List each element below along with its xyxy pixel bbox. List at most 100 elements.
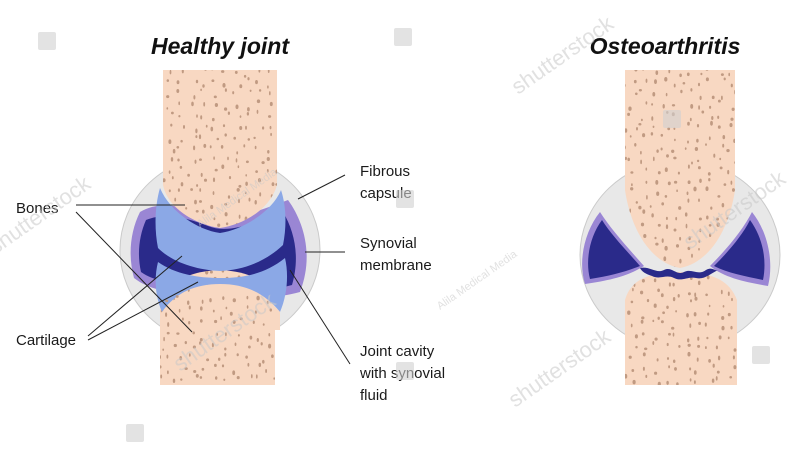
bone-pore xyxy=(228,112,230,115)
leader-fibrous-capsule xyxy=(298,175,345,199)
bone-pore xyxy=(279,112,281,114)
bone-pore xyxy=(665,195,668,198)
bone-pore xyxy=(200,89,202,91)
bone-pore xyxy=(174,344,177,347)
bone-pore xyxy=(267,150,269,154)
bone-pore xyxy=(233,137,236,140)
bone-pore xyxy=(221,70,224,73)
bone-pore xyxy=(257,338,259,342)
bone-pore xyxy=(646,195,648,200)
bone-pore xyxy=(616,170,619,173)
bone-pore xyxy=(200,319,203,323)
watermark-stock-3: shutterstock xyxy=(0,170,96,259)
bone-pore xyxy=(641,316,644,319)
bone-pore xyxy=(728,292,730,297)
bone-pore xyxy=(665,167,668,172)
bone-pore xyxy=(662,238,664,242)
bone-pore xyxy=(712,378,715,382)
bone-pore xyxy=(689,367,691,370)
bone-pore xyxy=(700,96,702,100)
bone-pore xyxy=(732,188,735,192)
bone-pore xyxy=(180,140,182,143)
bone-pore xyxy=(268,115,271,118)
label-joint-cavity-line3: fluid xyxy=(360,387,388,404)
bone-pore xyxy=(224,107,227,110)
bone-pore xyxy=(698,198,700,201)
bone-pore xyxy=(195,160,197,164)
bone-pore xyxy=(676,244,679,248)
bone-pore xyxy=(155,112,157,117)
bone-pore xyxy=(179,309,181,313)
bone-pore xyxy=(217,223,220,226)
bone-pore xyxy=(617,358,620,362)
bone-pore xyxy=(688,292,691,295)
title-healthy-joint: Healthy joint xyxy=(151,33,290,59)
bone-pore xyxy=(709,305,711,307)
title-osteoarthritis: Osteoarthritis xyxy=(590,33,741,59)
bone-pore xyxy=(620,342,622,345)
label-fibrous-capsule-line1: Fibrous xyxy=(360,163,410,180)
bone-pore xyxy=(619,95,622,99)
bone-pore xyxy=(672,104,675,106)
bone-pore xyxy=(196,184,198,187)
bone-pore xyxy=(734,348,737,352)
bone-pore xyxy=(734,90,736,95)
bone-pore xyxy=(159,80,162,84)
bone-pore xyxy=(269,91,271,95)
bone-pore xyxy=(666,381,669,385)
bone-pore xyxy=(642,68,644,71)
bone-pore xyxy=(247,112,249,116)
bone-pore xyxy=(666,154,669,157)
bone-pore xyxy=(188,321,190,324)
bone-pore xyxy=(199,200,202,203)
bone-pore xyxy=(634,143,636,147)
bone-pore xyxy=(210,145,212,148)
leader-joint-cavity xyxy=(290,270,350,364)
bone-pore xyxy=(642,209,645,213)
bone-pore xyxy=(276,330,278,334)
bone-pore xyxy=(182,318,184,321)
bone-pore xyxy=(210,271,213,274)
bone-pore xyxy=(237,353,239,356)
watermark-logo-3 xyxy=(396,190,414,208)
bone-pore xyxy=(178,115,180,117)
bone-pore xyxy=(639,89,642,91)
bone-pore xyxy=(174,198,176,202)
bone-pore xyxy=(716,345,718,349)
bone-pore xyxy=(721,96,723,100)
bone-pore xyxy=(218,358,220,361)
bone-pore xyxy=(250,336,253,340)
bone-pore xyxy=(167,79,169,82)
bone-pore xyxy=(673,333,675,337)
bone-pore xyxy=(259,363,262,367)
bone-pore xyxy=(724,77,726,80)
bone-pore xyxy=(687,338,689,342)
bone-pore xyxy=(171,157,173,161)
bone-pore xyxy=(211,79,214,82)
bone-pore xyxy=(698,105,700,110)
bone-pore xyxy=(697,124,699,127)
bone-pore xyxy=(261,342,263,345)
bone-pore xyxy=(651,103,653,106)
bone-pore xyxy=(630,171,633,174)
bone-pore xyxy=(733,355,735,359)
bone-pore xyxy=(705,143,707,146)
bone-pore xyxy=(636,127,638,131)
bone-pore xyxy=(273,377,275,380)
bone-pore xyxy=(620,105,622,109)
bone-pore xyxy=(690,378,692,381)
bone-pore xyxy=(635,92,638,95)
bone-pore xyxy=(728,313,731,316)
bone-pore xyxy=(721,326,724,331)
bone-pore xyxy=(734,161,736,164)
bone-pore xyxy=(202,84,204,87)
bone-pore xyxy=(200,376,202,379)
bone-pore xyxy=(655,180,658,185)
bone-pore xyxy=(631,369,634,372)
bone-pore xyxy=(229,176,231,179)
bone-pore xyxy=(641,223,644,227)
bone-pore xyxy=(173,149,176,154)
bone-pore xyxy=(636,201,638,204)
bone-pore xyxy=(182,69,184,73)
